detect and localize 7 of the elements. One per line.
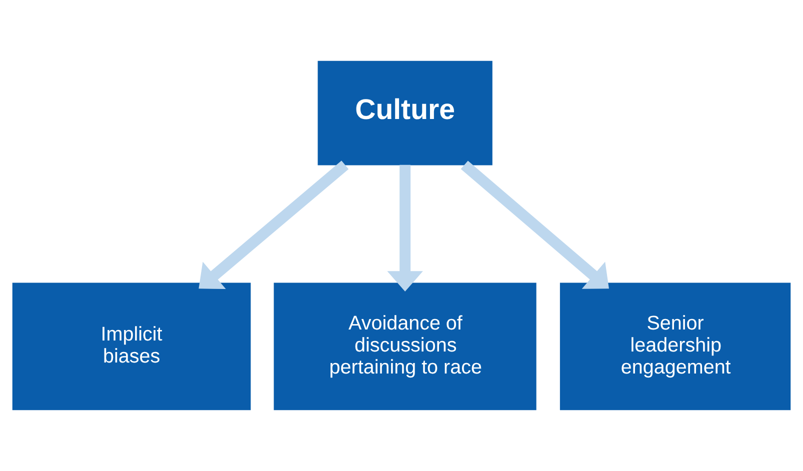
node-box: Culture (318, 60, 492, 166)
arrow (387, 164, 423, 292)
arrow (198, 160, 349, 290)
node-box: Implicit biases (12, 282, 251, 410)
arrow (460, 160, 609, 289)
node-box: Avoidance of discussions pertaining to race (274, 282, 536, 410)
node-box: Senior leadership engagement (560, 282, 791, 410)
